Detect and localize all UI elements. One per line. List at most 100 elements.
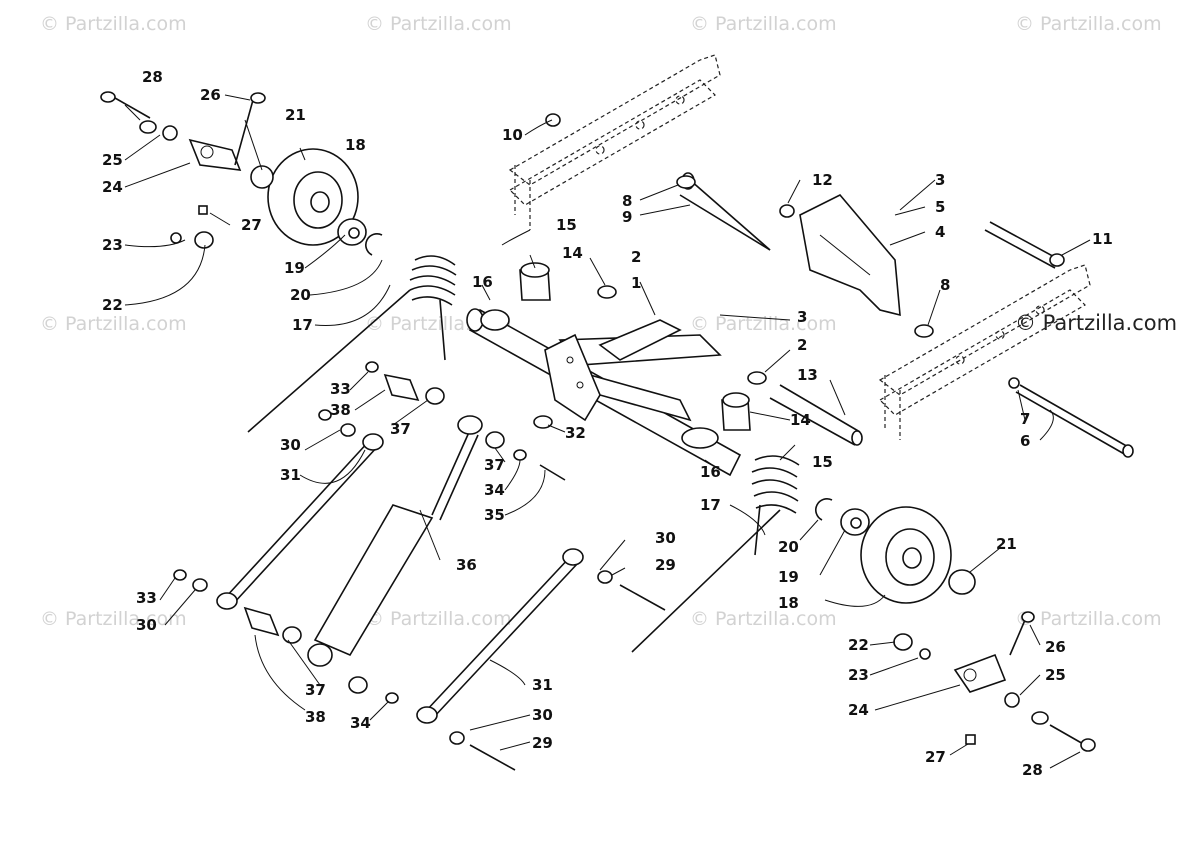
callout: 2 bbox=[631, 248, 641, 266]
spring-17-left bbox=[247, 255, 457, 433]
callout: 33 bbox=[136, 589, 157, 607]
callout: 35 bbox=[484, 506, 505, 524]
callout: 23 bbox=[102, 236, 123, 254]
callout: 15 bbox=[556, 216, 577, 234]
callout: 36 bbox=[456, 556, 477, 574]
callout: 5 bbox=[935, 198, 945, 216]
link-24-lower bbox=[893, 611, 1096, 752]
callout: 11 bbox=[1092, 230, 1113, 248]
callout: 29 bbox=[532, 734, 553, 752]
watermark: © Partzilla.com bbox=[690, 13, 837, 35]
callout: 17 bbox=[700, 496, 721, 514]
callout: 26 bbox=[200, 86, 221, 104]
callout: 23 bbox=[848, 666, 869, 684]
callout: 27 bbox=[925, 748, 946, 766]
watermark-featured: © Partzilla.com bbox=[1015, 311, 1177, 335]
callout: 4 bbox=[935, 223, 945, 241]
callout: 28 bbox=[1022, 761, 1043, 779]
callout: 7 bbox=[1020, 410, 1030, 428]
callout: 24 bbox=[102, 178, 123, 196]
callout: 24 bbox=[848, 701, 869, 719]
callout: 34 bbox=[484, 481, 505, 499]
callout: 18 bbox=[778, 594, 799, 612]
callout: 22 bbox=[848, 636, 869, 654]
callout: 2 bbox=[797, 336, 807, 354]
callout: 8 bbox=[622, 192, 632, 210]
bearings bbox=[250, 165, 976, 595]
plate-32 bbox=[544, 333, 601, 422]
watermark: © Partzilla.com bbox=[40, 608, 187, 630]
callout: 1 bbox=[631, 274, 641, 292]
callout: 16 bbox=[700, 463, 721, 481]
rail-left bbox=[508, 54, 721, 230]
callout: 30 bbox=[136, 616, 157, 634]
watermark: © Partzilla.com bbox=[365, 13, 512, 35]
bolt-6 bbox=[1015, 384, 1134, 458]
callout: 27 bbox=[241, 216, 262, 234]
watermark: © Partzilla.com bbox=[40, 313, 187, 335]
callout: 19 bbox=[778, 568, 799, 586]
callout: 19 bbox=[284, 259, 305, 277]
callout: 30 bbox=[280, 436, 301, 454]
callout: 14 bbox=[562, 244, 583, 262]
callout: 20 bbox=[290, 286, 311, 304]
callout: 21 bbox=[996, 535, 1017, 553]
bolt-11 bbox=[984, 221, 1061, 269]
callout: 28 bbox=[142, 68, 163, 86]
callout: 31 bbox=[280, 466, 301, 484]
shock-36 bbox=[307, 415, 483, 667]
callout: 31 bbox=[532, 676, 553, 694]
callout: 37 bbox=[484, 456, 505, 474]
callout: 22 bbox=[102, 296, 123, 314]
callout: 29 bbox=[655, 556, 676, 574]
callout: 30 bbox=[655, 529, 676, 547]
leader-lines bbox=[124, 94, 1091, 769]
watermark: © Partzilla.com bbox=[365, 608, 512, 630]
callout: 37 bbox=[305, 681, 326, 699]
callout: 3 bbox=[797, 308, 807, 326]
rod-31-lower bbox=[416, 548, 584, 724]
damper-14-top bbox=[519, 262, 551, 301]
callout: 34 bbox=[350, 714, 371, 732]
shaft-13 bbox=[769, 384, 863, 446]
callout: 3 bbox=[935, 171, 945, 189]
callout: 16 bbox=[472, 273, 493, 291]
watermark: © Partzilla.com bbox=[1015, 608, 1162, 630]
callout: 20 bbox=[778, 538, 799, 556]
callout: 25 bbox=[102, 151, 123, 169]
callout: 13 bbox=[797, 366, 818, 384]
callouts: 28 26 21 18 25 24 27 23 22 19 20 17 10 8… bbox=[102, 68, 1113, 779]
callout: 38 bbox=[305, 708, 326, 726]
callout: 26 bbox=[1045, 638, 1066, 656]
callout: 9 bbox=[622, 208, 632, 226]
callout: 6 bbox=[1020, 432, 1030, 450]
callout: 18 bbox=[345, 136, 366, 154]
callout: 15 bbox=[812, 453, 833, 471]
callout: 32 bbox=[565, 424, 586, 442]
watermark: © Partzilla.com bbox=[690, 313, 837, 335]
callout: 10 bbox=[502, 126, 523, 144]
callout: 33 bbox=[330, 380, 351, 398]
rod-31-upper bbox=[216, 433, 384, 610]
watermark: © Partzilla.com bbox=[40, 13, 187, 35]
rail-right bbox=[878, 264, 1091, 440]
watermark: © Partzilla.com bbox=[1015, 13, 1162, 35]
rear-arm-1 bbox=[558, 319, 722, 422]
damper-14-bottom bbox=[721, 392, 751, 431]
callout: 38 bbox=[330, 401, 351, 419]
callout: 25 bbox=[1045, 666, 1066, 684]
bracket-4 bbox=[799, 194, 901, 317]
callout: 30 bbox=[532, 706, 553, 724]
callout: 21 bbox=[285, 106, 306, 124]
hardware-lower bbox=[173, 361, 666, 771]
watermarks: © Partzilla.com © Partzilla.com © Partzi… bbox=[40, 13, 1177, 630]
watermark: © Partzilla.com bbox=[690, 608, 837, 630]
callout: 14 bbox=[790, 411, 811, 429]
callout: 37 bbox=[390, 420, 411, 438]
callout: 8 bbox=[940, 276, 950, 294]
wheel-18-upper bbox=[267, 148, 359, 246]
link-24-upper bbox=[100, 91, 266, 249]
spring-17-right bbox=[631, 455, 800, 653]
wheel-18-lower bbox=[860, 506, 952, 604]
